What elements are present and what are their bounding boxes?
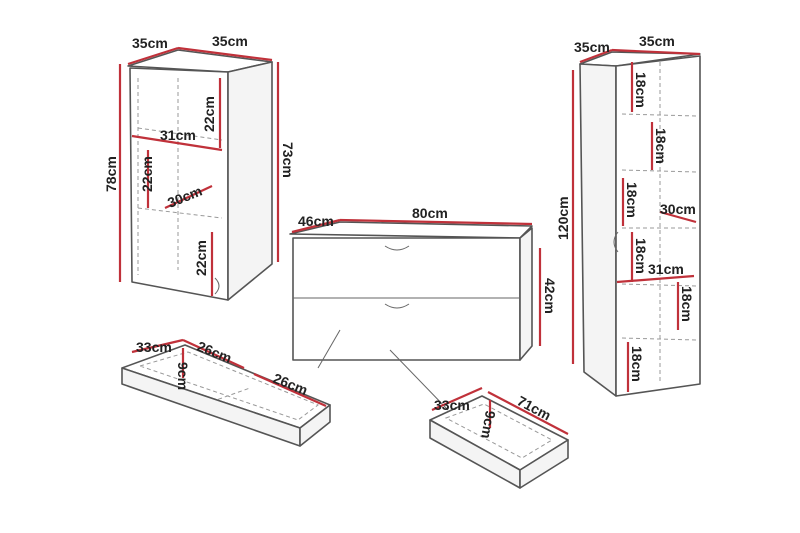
dresser: 46cm 80cm 42cm <box>289 205 558 411</box>
drawer-right-height-label: 9cm <box>478 409 499 439</box>
tall-cabinet-shelf-width-label: 31cm <box>648 261 684 277</box>
wall-cabinet-width-label: 35cm <box>212 33 248 49</box>
wall-cabinet-shelf-height-1-label: 22cm <box>201 96 217 132</box>
tall-cabinet-width-label: 35cm <box>639 33 675 49</box>
drawer-left: 33cm 26cm 9cm 26cm <box>121 338 331 447</box>
tall-cabinet-height-label: 120cm <box>555 196 571 240</box>
tall-cabinet-shelf-height-4-label: 18cm <box>633 238 649 274</box>
tall-cabinet-shelf-height-3-label: 18cm <box>624 182 640 218</box>
dresser-height-label: 42cm <box>542 278 558 314</box>
tall-cabinet-shelf-height-6-label: 18cm <box>629 346 645 382</box>
tall-cabinet-shelf-height-5-label: 18cm <box>679 286 695 322</box>
dresser-width-label: 80cm <box>412 205 448 221</box>
tall-cabinet-shelf-height-2-label: 18cm <box>653 128 669 164</box>
dresser-depth-label: 46cm <box>298 213 334 229</box>
tall-cabinet-depth-label: 35cm <box>574 39 610 55</box>
wall-cabinet-shelf-height-3-label: 22cm <box>193 240 209 276</box>
tall-cabinet: 35cm 35cm 120cm 18cm 18cm 18cm 18cm 18cm… <box>555 33 701 397</box>
wall-cabinet-side-height-label: 73cm <box>280 142 296 178</box>
drawer-left-depth-label: 33cm <box>136 339 172 355</box>
wall-cabinet-shelf-width-label: 31cm <box>160 127 196 143</box>
wall-cabinet-depth-label: 35cm <box>132 35 168 51</box>
wall-cabinet: 35cm 35cm 78cm 73cm 22cm 31cm 22cm 30cm … <box>103 33 296 301</box>
wall-cabinet-shelf-height-2-label: 22cm <box>139 156 155 192</box>
drawer-left-height-label: 9cm <box>175 362 191 390</box>
drawer-right-depth-label: 33cm <box>434 397 470 413</box>
tall-cabinet-shelf-height-1-label: 18cm <box>633 72 649 108</box>
drawer-right: 33cm 71cm 9cm <box>429 386 569 489</box>
tall-cabinet-shelf-depth-label: 30cm <box>660 201 696 217</box>
wall-cabinet-outer-height-label: 78cm <box>103 156 119 192</box>
